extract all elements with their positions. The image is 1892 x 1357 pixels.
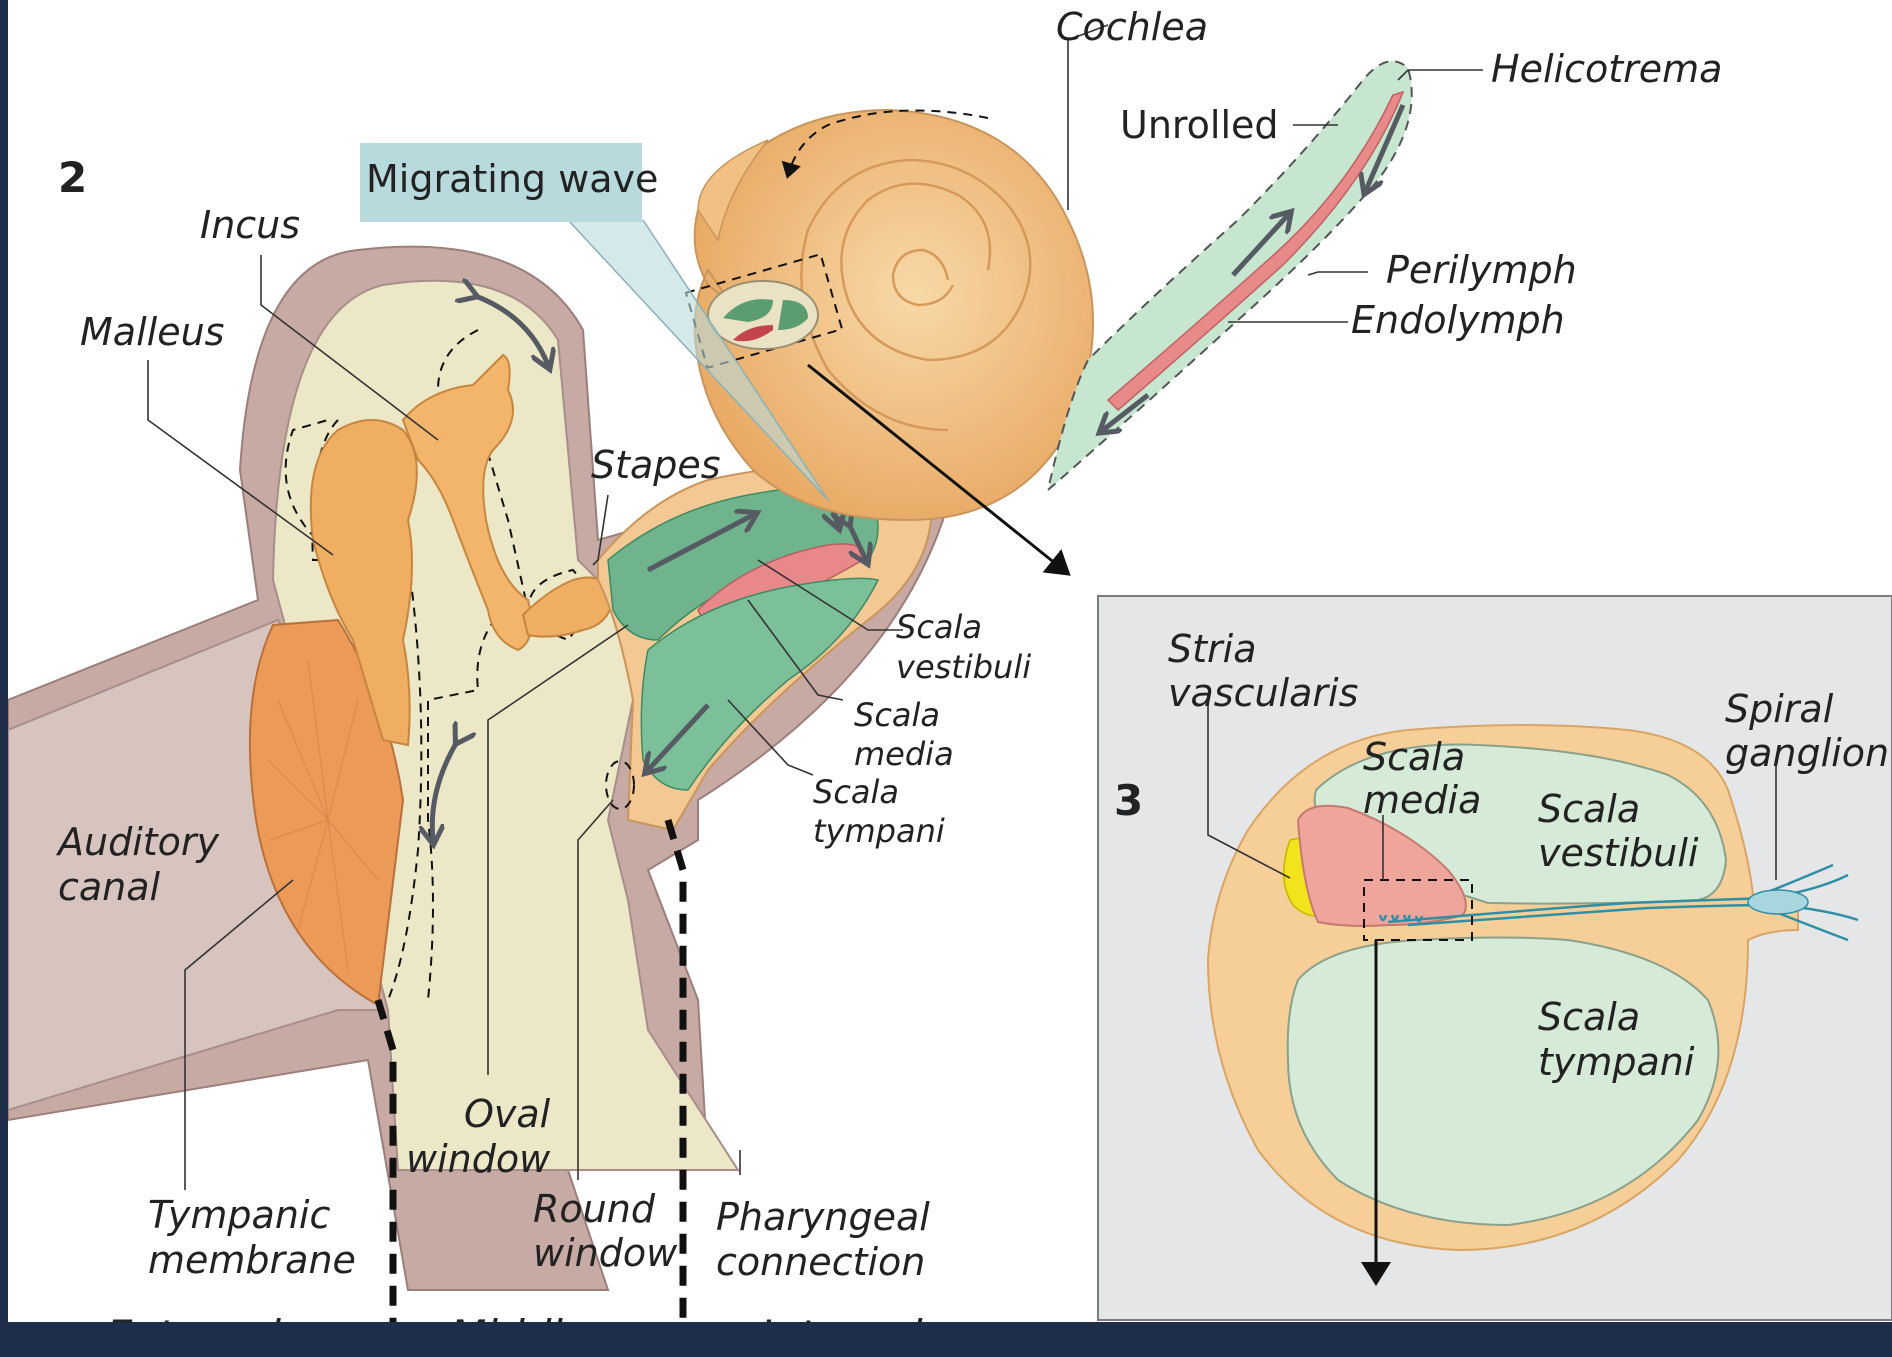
- figure-3-number: 3: [1114, 776, 1143, 825]
- oval-window-label-2: window: [406, 1137, 551, 1181]
- stria-vascularis-label-2: vascularis: [1168, 671, 1358, 715]
- inset-scala-tympani-label-2: tympani: [1538, 1040, 1695, 1084]
- inset-scala-media-label-2: media: [1363, 778, 1481, 822]
- helicotrema-label: Helicotrema: [1491, 47, 1722, 91]
- perilymph-label: Perilymph: [1386, 248, 1577, 292]
- external-ear-label: External ear: [106, 1311, 366, 1322]
- scala-tympani-label-1: Scala: [813, 773, 899, 811]
- endolymph-label: Endolymph: [1351, 298, 1565, 342]
- scala-vestibuli-label-2: vestibuli: [896, 648, 1031, 686]
- inset-scala-media-label-1: Scala: [1363, 735, 1465, 779]
- scala-tympani-label-2: tympani: [813, 812, 945, 850]
- auditory-canal-label-1: Auditory: [55, 820, 220, 864]
- middle-ear-label: Middle ear: [450, 1311, 674, 1322]
- cochlea-label: Cochlea: [1056, 5, 1208, 49]
- scala-media-label-1: Scala: [854, 696, 940, 734]
- inset-scala-tympani-label-1: Scala: [1538, 995, 1640, 1039]
- pharyngeal-connection-label-2: connection: [716, 1240, 925, 1284]
- ear-anatomy-diagram: Migrating wave 2 Cochlea Unrolled Helico…: [8, 0, 1892, 1322]
- unrolled-label: Unrolled: [1120, 103, 1279, 147]
- auditory-canal-label-2: canal: [58, 865, 161, 909]
- incus-label: Incus: [200, 203, 300, 247]
- migrating-wave-label: Migrating wave: [366, 157, 658, 201]
- stapes-label: Stapes: [591, 443, 721, 487]
- diagram-page: Migrating wave 2 Cochlea Unrolled Helico…: [8, 0, 1892, 1322]
- cross-section-inset: 3 Stria vascularis Scala media Scala ves…: [1098, 596, 1892, 1320]
- scala-vestibuli-label-1: Scala: [896, 608, 982, 646]
- tympanic-membrane-label-2: membrane: [148, 1238, 356, 1282]
- spiral-ganglion-label-1: Spiral: [1725, 687, 1834, 731]
- oval-window-label-1: Oval: [464, 1092, 551, 1136]
- inset-scala-vestibuli-label-1: Scala: [1538, 787, 1640, 831]
- malleus-label: Malleus: [80, 310, 224, 354]
- round-window-label-2: window: [533, 1231, 678, 1275]
- inset-scala-vestibuli-label-2: vestibuli: [1538, 831, 1699, 875]
- spiral-ganglion-label-2: ganglion: [1725, 731, 1889, 775]
- pharyngeal-connection-label-1: Pharyngeal: [716, 1195, 930, 1239]
- internal-ear-label: Internal ear: [760, 1311, 1008, 1322]
- round-window-label-1: Round: [533, 1187, 656, 1231]
- figure-2-number: 2: [58, 153, 87, 202]
- scala-media-label-2: media: [854, 735, 954, 773]
- tympanic-membrane-label-1: Tympanic: [148, 1193, 330, 1237]
- stria-vascularis-label-1: Stria: [1168, 627, 1257, 671]
